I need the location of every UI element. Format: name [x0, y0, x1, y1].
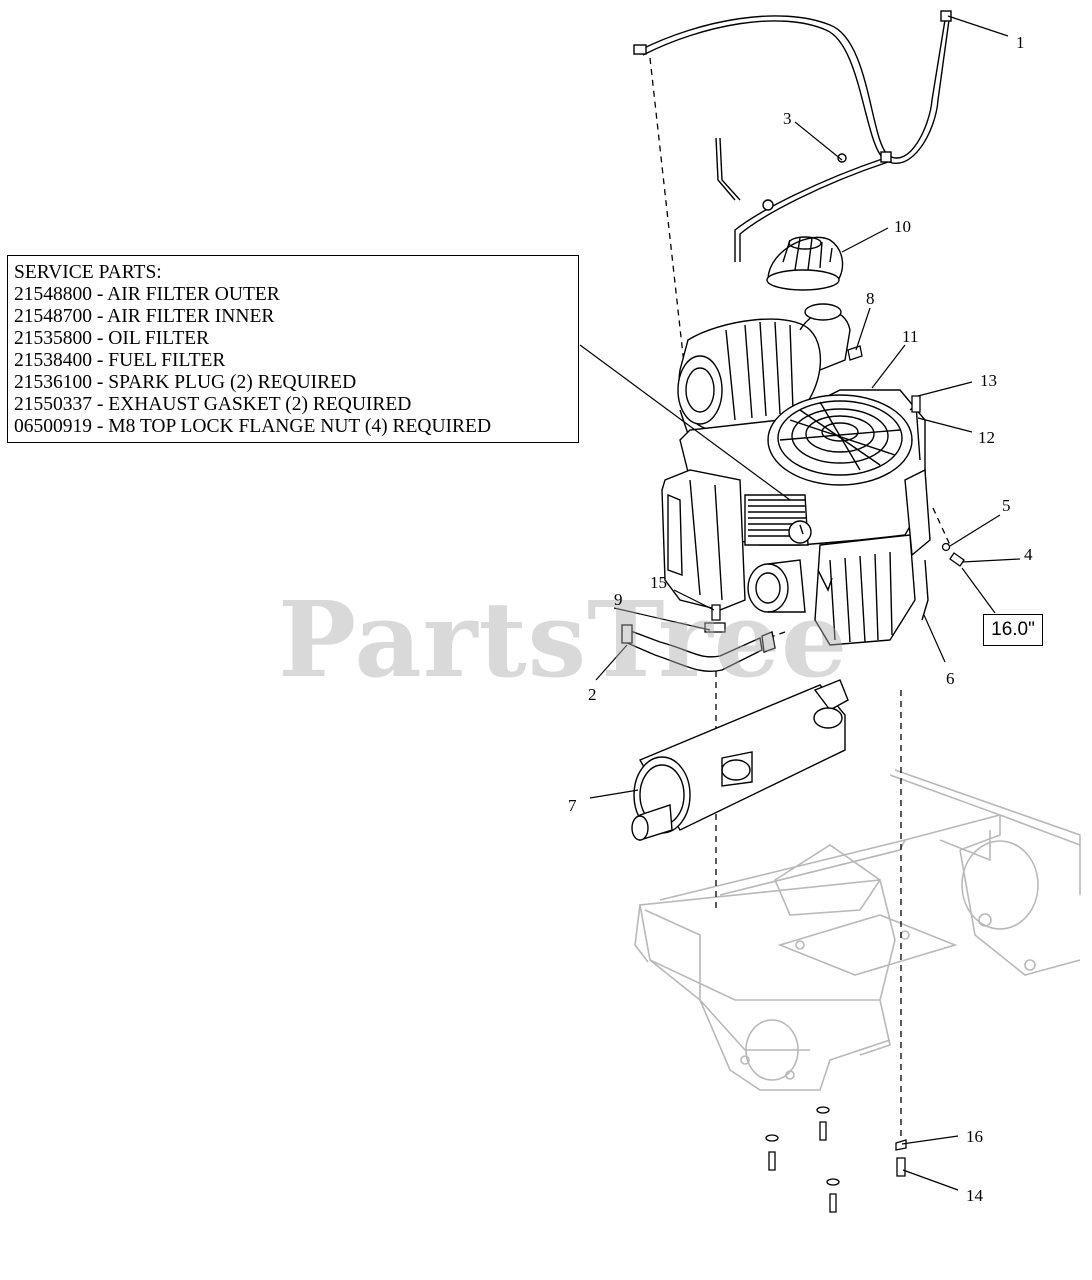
service-part-line: 06500919 - M8 TOP LOCK FLANGE NUT (4) RE… [14, 416, 492, 437]
fuel-line [633, 10, 952, 262]
callout-4: 4 [1024, 545, 1033, 564]
service-parts-heading: SERVICE PARTS: [14, 262, 162, 283]
callout-3: 3 [783, 109, 792, 128]
air-filter-cover [766, 236, 844, 291]
service-part-line: 21548800 - AIR FILTER OUTER [14, 284, 280, 305]
service-part-line: 21548700 - AIR FILTER INNER [14, 306, 275, 327]
service-part-line: 21550337 - EXHAUST GASKET (2) REQUIRED [14, 394, 412, 415]
callout-8: 8 [866, 289, 875, 308]
callout-16: 16 [966, 1127, 983, 1146]
callout-15: 15 [650, 573, 667, 592]
callout-13: 13 [980, 371, 997, 390]
callout-1: 1 [1016, 33, 1025, 52]
small-hardware [704, 345, 965, 1213]
callout-6: 6 [946, 669, 955, 688]
callout-12: 12 [978, 428, 995, 447]
callout-7: 7 [568, 796, 577, 815]
callout-2: 2 [588, 685, 597, 704]
mower-frame [634, 769, 1081, 1091]
service-parts-box: SERVICE PARTS: 21548800 - AIR FILTER OUT… [7, 255, 579, 443]
callout-11: 11 [902, 327, 919, 346]
engine [661, 303, 931, 646]
callout-14: 14 [966, 1186, 983, 1205]
callout-10: 10 [894, 217, 911, 236]
callout-5: 5 [1002, 496, 1011, 515]
exhaust-pipe [621, 624, 776, 672]
leader-lines [579, 15, 1021, 1191]
service-part-line: 21536100 - SPARK PLUG (2) REQUIRED [14, 372, 357, 393]
service-part-line: 21535800 - OIL FILTER [14, 328, 210, 349]
muffler [631, 679, 849, 841]
dimension-label: 16.0" [983, 614, 1043, 646]
callout-9: 9 [614, 590, 623, 609]
service-part-line: 21538400 - FUEL FILTER [14, 350, 226, 371]
bottom-bolts [765, 1106, 907, 1213]
